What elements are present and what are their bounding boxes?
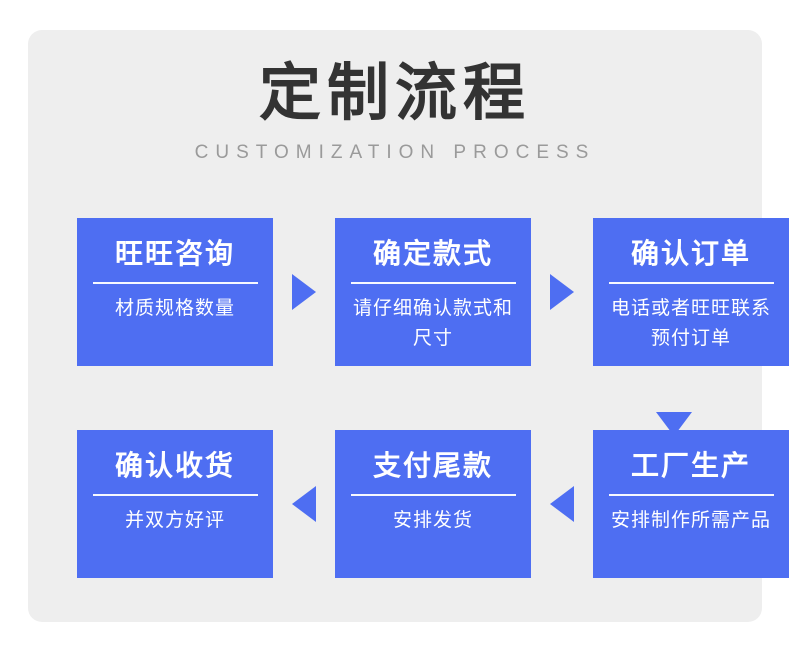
arrow-left-icon	[292, 486, 316, 522]
arrow-right-icon	[550, 274, 574, 310]
flow-step-2[interactable]: 确定款式 请仔细确认款式和尺寸	[335, 218, 531, 366]
flow-step-2-title: 确定款式	[372, 238, 493, 269]
flow-step-6-divider	[92, 494, 258, 496]
flow-step-6[interactable]: 确认收货 并双方好评	[77, 430, 273, 578]
flow-step-5[interactable]: 支付尾款 安排发货	[335, 430, 531, 578]
flow-step-1-title: 旺旺咨询	[114, 238, 235, 269]
title-block: 定制流程 CUSTOMIZATION PROCESS	[28, 58, 762, 164]
flow-row-bottom: 确认收货 并双方好评 支付尾款 安排发货 工厂生产 安排制作所需产品	[77, 430, 789, 578]
flow-step-2-desc: 请仔细确认款式和尺寸	[352, 298, 513, 349]
flow-step-3-title: 确认订单	[630, 238, 751, 269]
flow-step-2-divider	[350, 282, 516, 284]
flow-step-4-desc: 安排制作所需产品	[610, 510, 771, 531]
arrow-left-icon	[550, 486, 574, 522]
flow-row-top: 旺旺咨询 材质规格数量 确定款式 请仔细确认款式和尺寸 确认订单 电话或者旺旺联…	[77, 218, 789, 366]
flow-step-3[interactable]: 确认订单 电话或者旺旺联系预付订单	[593, 218, 789, 366]
arrow-right-icon	[292, 274, 316, 310]
flow-step-1-desc: 材质规格数量	[114, 298, 235, 319]
page-title: 定制流程	[258, 59, 531, 128]
flow-step-4[interactable]: 工厂生产 安排制作所需产品	[593, 430, 789, 578]
page-subtitle: CUSTOMIZATION PROCESS	[194, 142, 596, 163]
flow-step-1-divider	[92, 282, 258, 284]
flow-step-4-title: 工厂生产	[630, 450, 751, 481]
flow-step-4-divider	[608, 494, 774, 496]
flow-step-5-desc: 安排发货	[392, 510, 473, 531]
flow-step-3-divider	[608, 282, 774, 284]
flow-panel: 定制流程 CUSTOMIZATION PROCESS 旺旺咨询 材质规格数量 确…	[28, 30, 789, 622]
flow-step-1[interactable]: 旺旺咨询 材质规格数量	[77, 218, 273, 366]
flow-step-5-divider	[350, 494, 516, 496]
flow-step-5-title: 支付尾款	[372, 450, 493, 481]
flow-step-6-desc: 并双方好评	[124, 510, 225, 531]
flow-step-6-title: 确认收货	[114, 450, 235, 481]
flow-step-3-desc: 电话或者旺旺联系预付订单	[610, 298, 771, 349]
